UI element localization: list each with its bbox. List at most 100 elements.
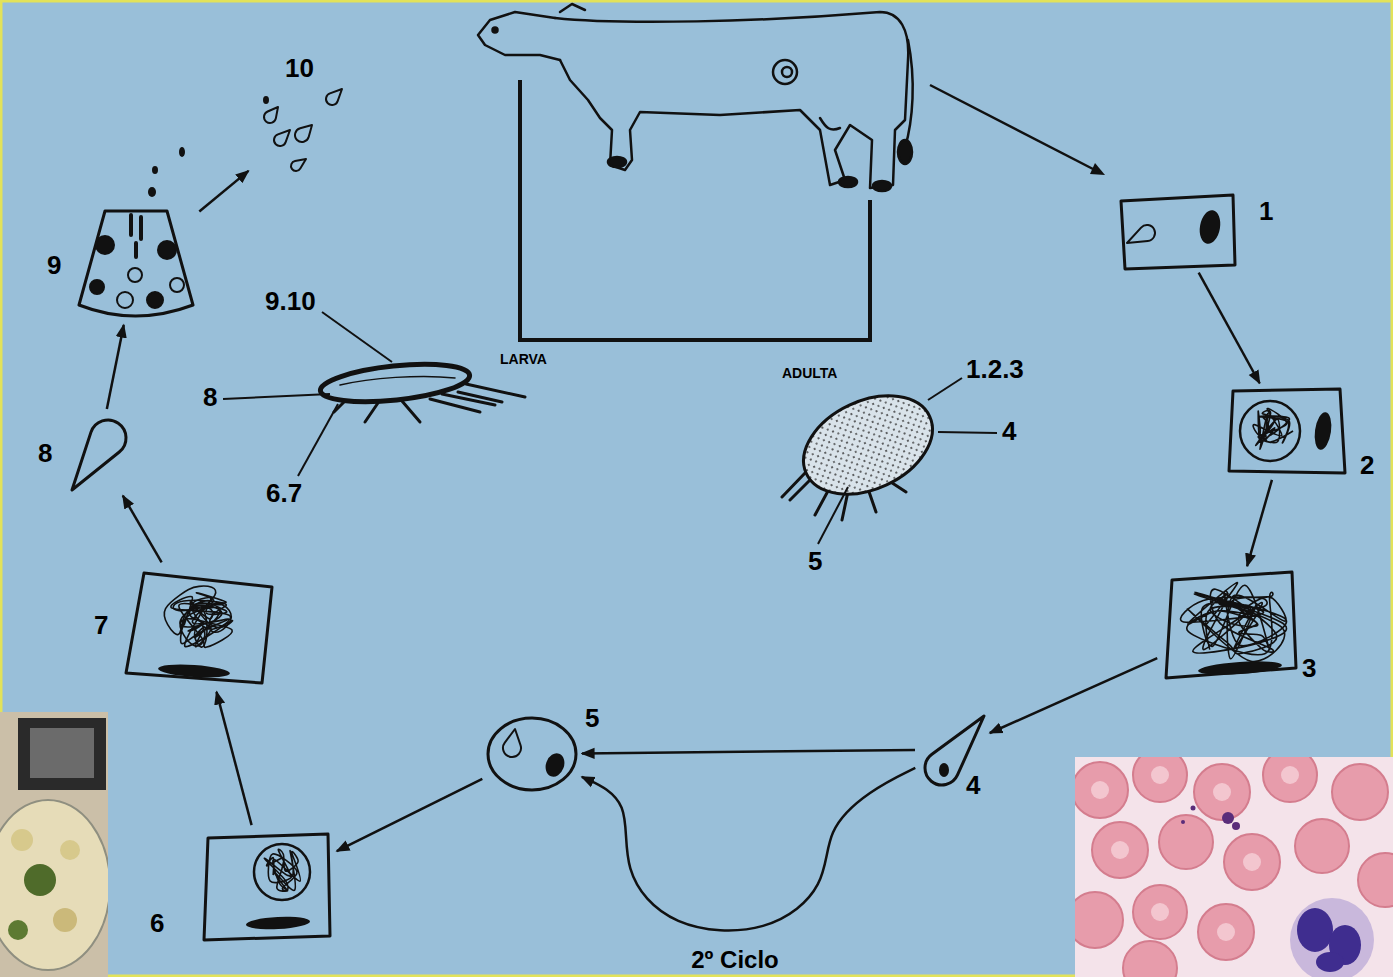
cell-nucleus [1197,209,1223,246]
parasite-form [72,420,126,490]
blood-smear-photo [1194,764,1250,820]
blood-smear-photo [1222,812,1234,824]
stage-label: ADULTA [782,366,837,380]
leader-line [223,312,997,544]
blood-smear-photo [1181,806,1240,831]
cow-illustration [478,4,913,191]
callout-number: 7 [94,612,108,638]
cow-illustration [555,12,908,188]
blood-smear-photo [1316,952,1344,972]
blood-smear-photo [1075,757,1393,977]
callout-number: 1 [1259,198,1273,224]
blood-smear-photo [1297,908,1333,952]
merozoite [158,241,176,259]
callout-number: 9.10 [265,288,316,314]
merozoite [90,280,104,294]
cell-outline [488,718,576,790]
dish-photo [30,728,94,778]
parasite-form [264,107,278,123]
merozoite [170,278,184,292]
stage-shape [122,565,277,690]
cow-illustration [782,67,792,77]
blood-smear-photo [1159,815,1213,869]
life-stage: 6 [200,828,335,943]
stage-drawing [1166,572,1296,678]
life-stage: 7 [122,565,277,690]
released-sporozoite [179,147,185,157]
life-stage: 10 [250,85,348,173]
cow-illustration [493,28,498,33]
cell-nucleus [939,763,949,777]
blood-smear-photo [1151,903,1169,921]
parasite-mass [164,586,232,647]
life-cycle-arrow [337,779,483,851]
life-cycle-arrow [107,325,124,409]
dish-photo [53,908,77,932]
cow-illustration [839,177,857,187]
cow-to-stage-arrow [930,85,1093,169]
dish-photo [24,864,56,896]
cow-illustration [773,60,797,84]
stage-shape [1225,385,1347,477]
released-sporozoite [148,187,156,197]
dish-photo [8,920,28,940]
parasite-mass [171,593,232,648]
cell-outline [126,573,272,683]
parasite-form [274,130,290,146]
cell-outline [1229,389,1345,473]
stage-shape [1160,568,1300,683]
leader-line [938,432,997,433]
blood-smear-photo [1075,757,1393,977]
blood-smear-photo [1133,757,1187,802]
life-cycle-arrow [990,658,1157,733]
life-stage: 2 [1225,385,1347,477]
cow-illustration [560,4,585,12]
cell-outline [1121,195,1235,269]
cell-outline [1166,572,1296,678]
cow-illustration [478,12,560,60]
dish-photo [60,840,80,860]
blood-smear-photo [1198,904,1254,960]
leader-line [322,312,392,362]
life-cycle-arrow [582,768,915,931]
parasite-form [326,89,342,105]
released-sporozoite [152,166,158,174]
stage-shape [485,715,580,793]
cell-outline [79,211,193,316]
merozoite [96,236,114,254]
connector-group [107,171,1272,931]
larva-tick [340,376,455,385]
callout-number: 1.2.3 [966,356,1024,382]
merozoite [147,292,163,308]
blood-smear-photo [1297,908,1361,972]
callout-number: 5 [585,705,599,731]
stage-shape [200,828,335,943]
released-sporozoite [148,96,269,197]
blood-smear-photo [1191,806,1196,811]
parasite-mass [264,849,300,891]
cow-illustration [608,157,626,167]
blood-smear-photo [1290,898,1374,977]
blood-smear-photo [1133,885,1187,939]
cow-illustration [820,118,840,130]
blood-smear-photo [1217,923,1235,941]
blood-smear-photo [1181,820,1185,824]
blood-smear-photo [1358,853,1393,907]
stage-drawing [204,834,330,940]
stage-drawing [488,718,576,790]
larva-tick [319,358,525,422]
stage-shape [250,85,348,173]
cell-nucleus [158,663,231,680]
stage-bracket [520,80,870,340]
life-cycle-arrow [1199,273,1260,384]
larva-tick [319,358,472,407]
stage-drawing [79,211,193,316]
leader-line [298,404,338,476]
life-cycle-arrow [1247,480,1272,566]
blood-smear-photo [1123,941,1177,977]
life-cycle-arrow [582,750,915,754]
blood-smear-photo [1151,766,1169,784]
sporozoite [131,215,141,257]
